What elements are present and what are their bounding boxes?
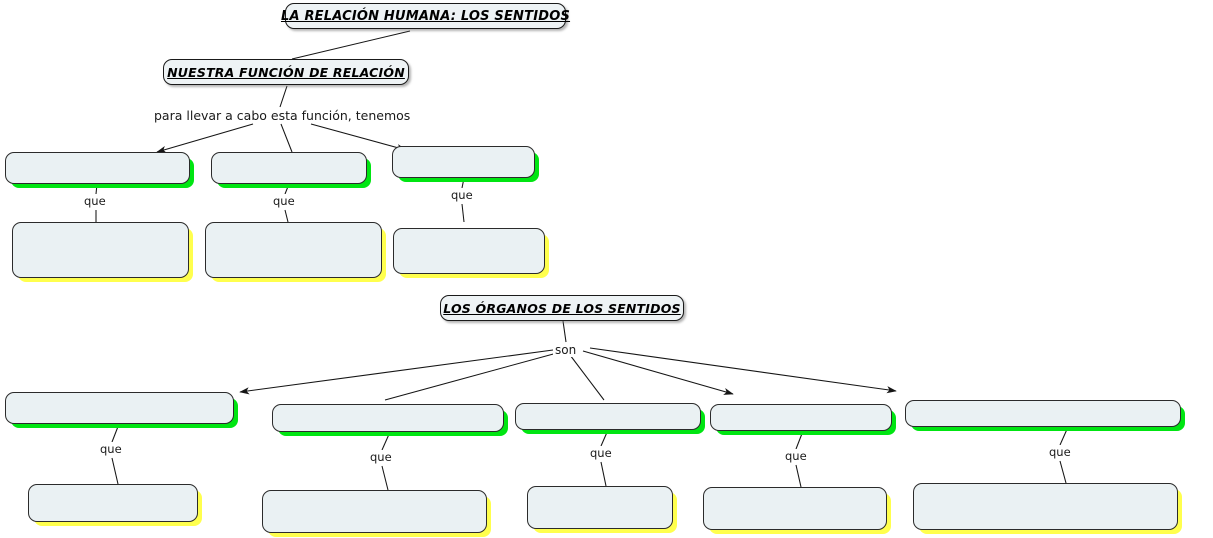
root-title-box: LA RELACIÓN HUMANA: LOS SENTIDOS	[281, 3, 570, 29]
edge-label-que-s1-a: que	[82, 194, 108, 208]
edge-label-que-s2-e: que	[1047, 445, 1073, 459]
edge-label-que-s2-b: que	[368, 450, 394, 464]
answer-box-s1-b[interactable]	[211, 152, 367, 184]
edge-label-que-s2-c: que	[588, 446, 614, 460]
section-one-title-label: NUESTRA FUNCIÓN DE RELACIÓN	[167, 64, 405, 80]
edge-label-que-s2-a: que	[98, 442, 124, 456]
answer-box-s2-a-text	[6, 393, 233, 423]
answer-box-s1-a-text	[6, 153, 189, 183]
answer-box-s2-d2[interactable]	[703, 487, 887, 530]
answer-box-s2-d[interactable]	[710, 404, 892, 431]
edge-label-que-s2-d: que	[783, 449, 809, 463]
edge-label-que-s1-c: que	[449, 188, 475, 202]
answer-box-s2-c2[interactable]	[527, 486, 673, 529]
answer-box-s1-b2[interactable]	[205, 222, 382, 278]
answer-box-s2-a[interactable]	[5, 392, 234, 424]
section-two-title-box: LOS ÓRGANOS DE LOS SENTIDOS	[440, 295, 684, 321]
answer-box-s1-b2-text	[206, 223, 381, 277]
answer-box-s2-e-text	[906, 401, 1180, 426]
answer-box-s2-c2-text	[528, 487, 672, 528]
answer-box-s1-c2[interactable]	[393, 228, 545, 274]
answer-box-s2-c-text	[516, 404, 700, 429]
answer-box-s1-a2[interactable]	[12, 222, 189, 278]
answer-box-s2-d-text	[711, 405, 891, 430]
answer-box-s2-e2-text	[914, 484, 1177, 529]
answer-box-s2-d2-text	[704, 488, 886, 529]
edge-label-funcion-phrase: para llevar a cabo esta función, tenemos	[152, 108, 413, 123]
root-title-label: LA RELACIÓN HUMANA: LOS SENTIDOS	[280, 8, 571, 24]
answer-box-s2-b[interactable]	[272, 404, 504, 432]
answer-box-s2-b2[interactable]	[262, 490, 487, 533]
answer-box-s2-a2[interactable]	[28, 484, 198, 522]
answer-box-s2-a2-text	[29, 485, 197, 521]
answer-box-s2-e[interactable]	[905, 400, 1181, 427]
edge-label-que-s1-b: que	[271, 194, 297, 208]
answer-box-s1-c-text	[393, 147, 534, 177]
answer-box-s1-b-text	[212, 153, 366, 183]
answer-box-s2-b-text	[273, 405, 503, 431]
answer-box-s2-b2-text	[263, 491, 486, 532]
answer-box-s1-a2-text	[13, 223, 188, 277]
answer-box-s1-a[interactable]	[5, 152, 190, 184]
section-one-title-box: NUESTRA FUNCIÓN DE RELACIÓN	[163, 59, 409, 85]
edge-label-son: son	[553, 343, 579, 357]
answer-box-s2-c[interactable]	[515, 403, 701, 430]
answer-box-s1-c2-text	[394, 229, 544, 273]
answer-box-s1-c[interactable]	[392, 146, 535, 178]
section-two-title-label: LOS ÓRGANOS DE LOS SENTIDOS	[443, 300, 681, 316]
answer-box-s2-e2[interactable]	[913, 483, 1178, 530]
